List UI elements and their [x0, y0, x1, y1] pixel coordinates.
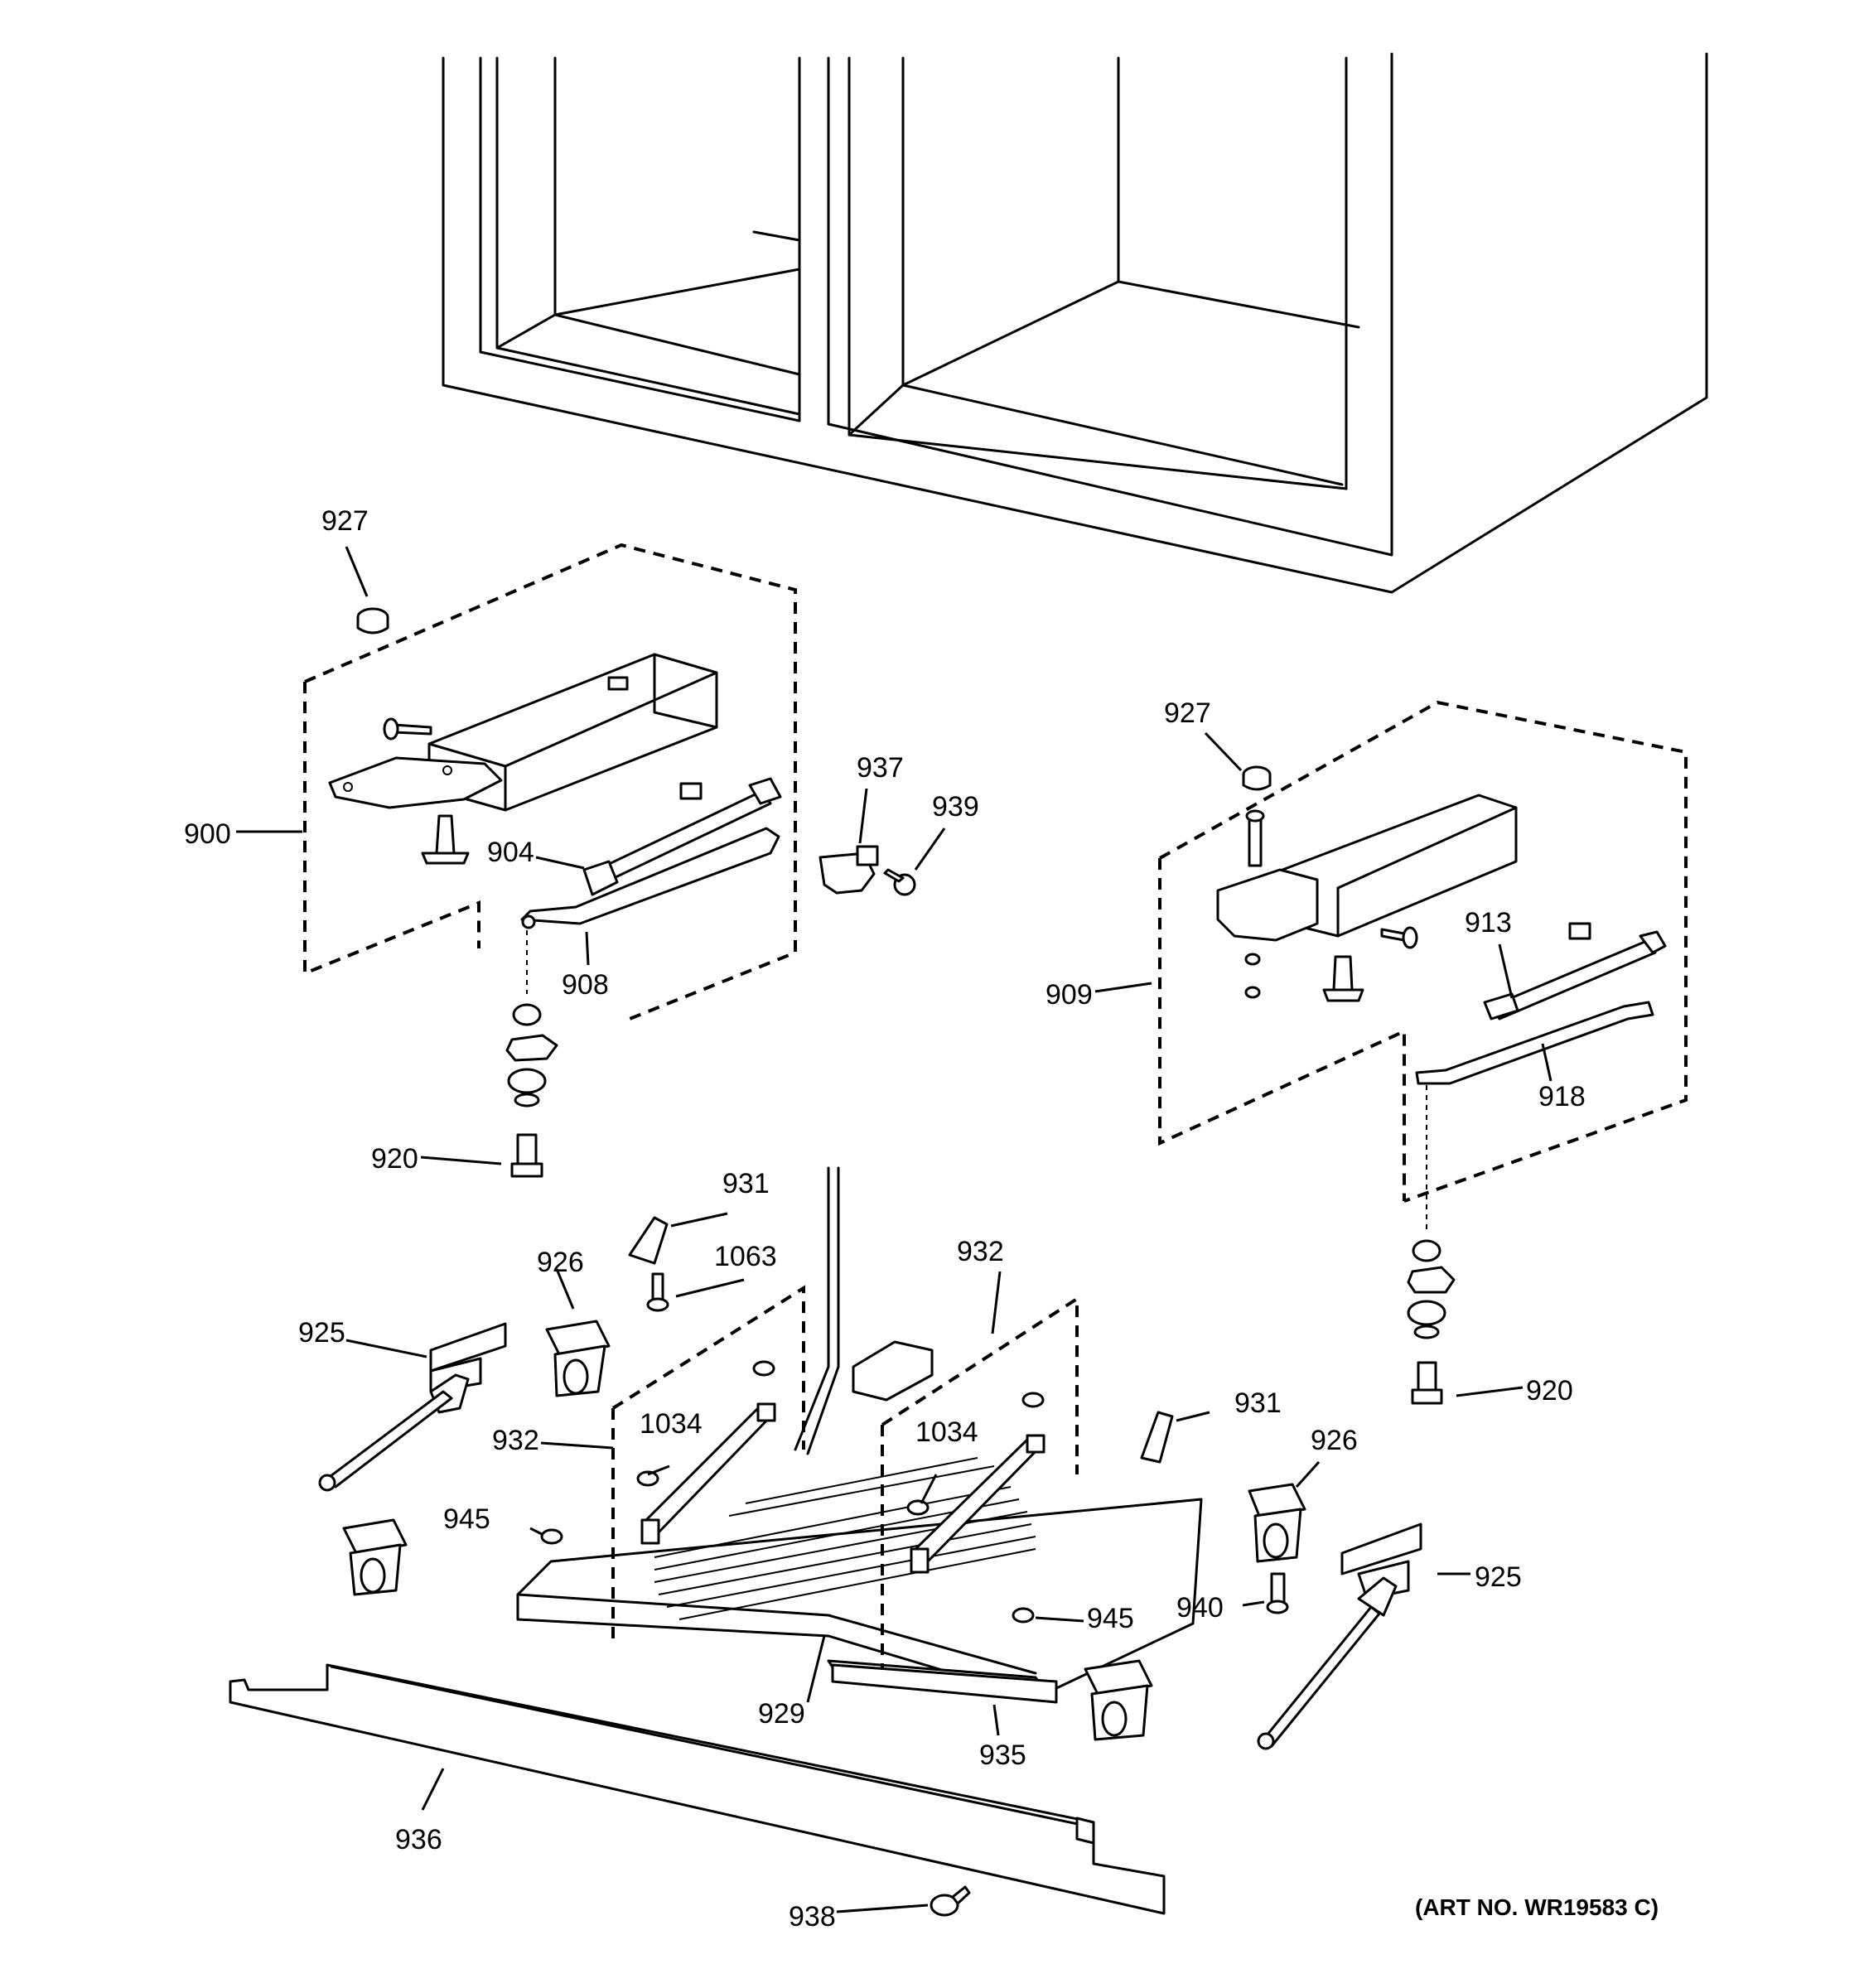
callout-labels: 927 900 904 908 937 939 927 909 913 918 … [184, 505, 1659, 1933]
label-1034-left: 1034 [640, 1408, 703, 1440]
cabinet [442, 52, 1708, 594]
label-926-left: 926 [537, 1247, 584, 1278]
cap-927-right [1242, 765, 1272, 791]
screw-938 [930, 1885, 971, 1917]
center-bracket [852, 1340, 934, 1402]
clip-931-right [1140, 1411, 1174, 1464]
screw-1063 [646, 1272, 669, 1312]
caster-lower-right [1084, 1659, 1153, 1741]
label-900: 900 [184, 818, 231, 850]
label-940: 940 [1176, 1592, 1224, 1624]
label-1034-right: 1034 [915, 1416, 978, 1448]
label-935: 935 [979, 1740, 1026, 1771]
label-945-left: 945 [443, 1503, 490, 1535]
front-rail-935 [831, 1663, 1058, 1704]
kick-plate-936 [229, 1663, 1166, 1915]
label-932-left: 932 [492, 1425, 539, 1456]
screw-939 [883, 868, 916, 896]
leveling-leg-925-right [1257, 1522, 1422, 1750]
label-945-right: 945 [1087, 1603, 1134, 1634]
left-hinge-assembly [303, 543, 797, 1178]
screw-940 [1266, 1572, 1289, 1614]
label-925-left: 925 [298, 1317, 345, 1349]
label-920-left: 920 [371, 1143, 418, 1175]
cap-945-right [1012, 1607, 1035, 1624]
label-927-right: 927 [1164, 697, 1211, 729]
right-hinge-assembly [1158, 700, 1688, 1405]
label-936: 936 [395, 1824, 442, 1855]
caster-lower-left [342, 1518, 408, 1596]
art-number: (ART NO. WR19583 C) [1415, 1894, 1659, 1920]
rail-group-932 [611, 1285, 1079, 1669]
label-932-top: 932 [957, 1236, 1004, 1267]
label-918: 918 [1538, 1081, 1586, 1112]
caster-926-upper-left [545, 1320, 611, 1397]
cap-945-left [540, 1528, 563, 1545]
label-931-left: 931 [722, 1168, 770, 1199]
tube-937 [819, 845, 879, 895]
label-904: 904 [487, 837, 534, 868]
label-913: 913 [1465, 907, 1512, 939]
label-927-left: 927 [321, 505, 369, 537]
label-909: 909 [1045, 979, 1093, 1011]
label-1063: 1063 [714, 1241, 777, 1272]
label-937: 937 [857, 752, 904, 784]
caster-926-right [1248, 1483, 1306, 1563]
label-938: 938 [789, 1901, 836, 1933]
label-920-right: 920 [1526, 1375, 1573, 1407]
cap-927-left [356, 607, 389, 635]
label-931-right: 931 [1234, 1387, 1282, 1419]
leader-lines [236, 546, 1553, 1913]
label-929: 929 [758, 1698, 805, 1730]
label-939: 939 [932, 791, 979, 823]
label-908: 908 [562, 969, 609, 1001]
leveling-leg-925-left [318, 1322, 507, 1492]
label-925-right: 925 [1475, 1561, 1522, 1593]
clip-931-left [628, 1216, 669, 1265]
label-926-right: 926 [1311, 1425, 1358, 1456]
